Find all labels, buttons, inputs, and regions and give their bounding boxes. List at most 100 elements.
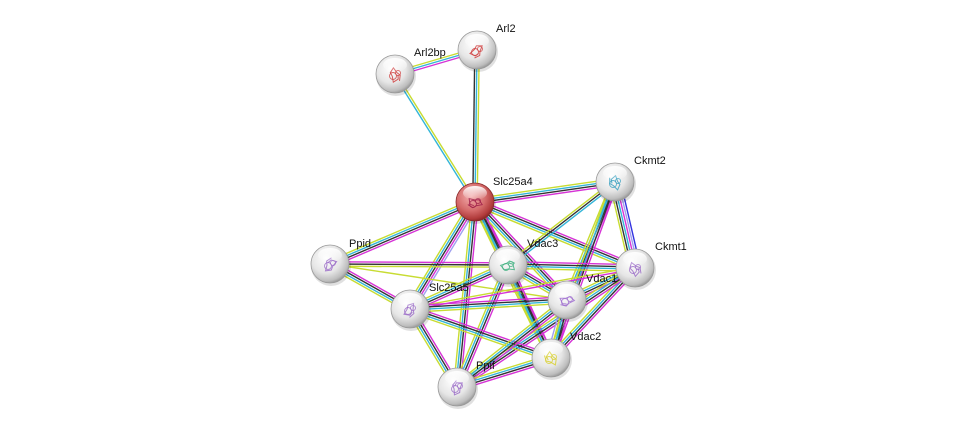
edge-slc25a4-ckmt1[interactable] bbox=[473, 198, 637, 272]
edge-evidence-cyan bbox=[410, 300, 568, 311]
edge-evidence-magenta bbox=[331, 204, 477, 268]
edge-arl2-slc25a4[interactable] bbox=[472, 49, 480, 203]
edge-slc25a4-ppid[interactable] bbox=[328, 198, 477, 268]
edge-slc25a5-vdac1[interactable] bbox=[409, 296, 568, 313]
edge-evidence-magenta bbox=[459, 266, 512, 389]
edge-evidence-black bbox=[410, 307, 552, 358]
node-vdac2[interactable]: Vdac2 bbox=[531, 331, 601, 380]
edge-evidence-yellow bbox=[409, 266, 635, 309]
edge-evidence-magenta bbox=[553, 182, 619, 360]
node-label: Ppif bbox=[476, 360, 496, 372]
edge-evidence-cyan bbox=[455, 201, 475, 387]
node-highlight bbox=[445, 371, 469, 385]
node-label: Ppid bbox=[349, 238, 371, 250]
edge-evidence-cyan bbox=[393, 74, 475, 203]
edge-evidence-black bbox=[409, 201, 476, 310]
edge-evidence-yellow bbox=[410, 302, 568, 313]
edge-evidence-magenta bbox=[411, 202, 478, 311]
node-label: Slc25a4 bbox=[493, 176, 533, 188]
node-highlight bbox=[398, 293, 422, 307]
edge-evidence-cyan bbox=[455, 264, 508, 387]
edge-evidence-black bbox=[475, 200, 569, 300]
edge-evidence-black bbox=[457, 265, 510, 388]
edge-evidence-black bbox=[508, 263, 636, 268]
node-label: Slc25a5 bbox=[429, 282, 469, 294]
edge-slc25a4-ckmt2[interactable] bbox=[474, 178, 616, 206]
edge-evidence-magenta bbox=[475, 198, 637, 266]
edge-evidence-yellow bbox=[474, 178, 615, 200]
edge-evidence-yellow bbox=[329, 263, 568, 301]
node-slc25a4[interactable]: Slc25a4 bbox=[455, 176, 533, 224]
edge-evidence-yellow bbox=[405, 199, 472, 308]
edge-slc25a4-ppif[interactable] bbox=[453, 201, 479, 388]
edge-evidence-cyan bbox=[507, 265, 635, 270]
node-label: Vdac2 bbox=[570, 331, 601, 343]
edge-evidence-cyan bbox=[409, 309, 551, 360]
edge-evidence-yellow bbox=[395, 73, 477, 202]
edge-evidence-cyan bbox=[508, 183, 617, 268]
edge-evidence-cyan bbox=[407, 200, 474, 309]
edge-evidence-yellow bbox=[408, 311, 551, 362]
edge-evidence-yellow bbox=[454, 296, 566, 385]
node-vdac1[interactable]: Vdac1 bbox=[547, 273, 617, 322]
edge-evidence-black bbox=[507, 181, 616, 266]
node-highlight bbox=[496, 249, 520, 263]
node-ckmt2[interactable]: Ckmt2 bbox=[595, 155, 666, 204]
edge-evidence-yellow bbox=[476, 50, 480, 203]
edge-evidence-yellow bbox=[506, 179, 615, 264]
edge-evidence-yellow bbox=[473, 204, 635, 272]
edge-evidence-cyan bbox=[474, 49, 478, 203]
node-slc25a5[interactable]: Slc25a5 bbox=[390, 282, 469, 331]
protein-structure-icon bbox=[629, 261, 642, 278]
node-vdac3[interactable]: Vdac3 bbox=[488, 238, 558, 287]
node-highlight bbox=[318, 248, 342, 262]
edge-evidence-black bbox=[475, 182, 616, 204]
edge-evidence-magenta bbox=[409, 296, 567, 307]
node-label: Ckmt1 bbox=[655, 241, 687, 253]
edge-ppid-vdac3[interactable] bbox=[329, 261, 509, 268]
edge-vdac3-ppif[interactable] bbox=[453, 263, 512, 389]
edge-evidence-magenta bbox=[410, 305, 553, 356]
edge-evidence-yellow bbox=[547, 180, 613, 358]
edge-slc25a4-slc25a5[interactable] bbox=[405, 199, 480, 312]
edge-evidence-yellow bbox=[563, 180, 613, 300]
node-highlight bbox=[465, 34, 489, 48]
node-label: Vdac3 bbox=[527, 238, 558, 250]
edge-evidence-cyan bbox=[455, 298, 567, 387]
node-ppif[interactable]: Ppif bbox=[437, 360, 496, 409]
node-ppid[interactable]: Ppid bbox=[310, 238, 371, 286]
edge-evidence-black bbox=[457, 202, 477, 388]
node-highlight bbox=[555, 284, 579, 298]
node-highlight bbox=[383, 58, 407, 72]
edge-evidence-black bbox=[475, 200, 636, 268]
edge-slc25a5-vdac2[interactable] bbox=[408, 305, 553, 362]
edge-ckmt2-vdac3[interactable] bbox=[506, 179, 617, 268]
node-highlight bbox=[463, 186, 487, 200]
edge-ppid-vdac1[interactable] bbox=[329, 263, 568, 301]
edge-evidence-black bbox=[329, 263, 509, 266]
edge-arl2bp-slc25a4[interactable] bbox=[393, 73, 477, 203]
edge-evidence-black bbox=[409, 298, 567, 309]
node-label: Vdac1 bbox=[586, 273, 617, 285]
node-ckmt1[interactable]: Ckmt1 bbox=[615, 241, 687, 290]
node-arl2[interactable]: Arl2 bbox=[457, 23, 516, 72]
node-label: Ckmt2 bbox=[634, 155, 666, 167]
edge-evidence-magenta bbox=[508, 261, 636, 266]
edge-evidence-lavender bbox=[413, 203, 480, 312]
edge-evidence-magenta bbox=[458, 270, 638, 391]
edge-evidence-magenta bbox=[330, 261, 509, 264]
node-label: Arl2 bbox=[496, 23, 516, 35]
edge-evidence-magenta bbox=[552, 269, 638, 361]
edge-evidence-magenta bbox=[458, 302, 570, 391]
edge-evidence-yellow bbox=[453, 263, 506, 386]
node-arl2bp[interactable]: Arl2bp bbox=[375, 47, 446, 96]
edge-evidence-yellow bbox=[329, 265, 508, 268]
edge-evidence-cyan bbox=[474, 180, 615, 202]
edge-evidence-yellow bbox=[328, 198, 474, 262]
edge-evidence-yellow bbox=[453, 201, 473, 387]
edge-evidence-cyan bbox=[329, 200, 475, 264]
node-highlight bbox=[603, 166, 627, 180]
edge-vdac1-ppif[interactable] bbox=[454, 296, 570, 391]
edge-evidence-black bbox=[551, 268, 637, 360]
